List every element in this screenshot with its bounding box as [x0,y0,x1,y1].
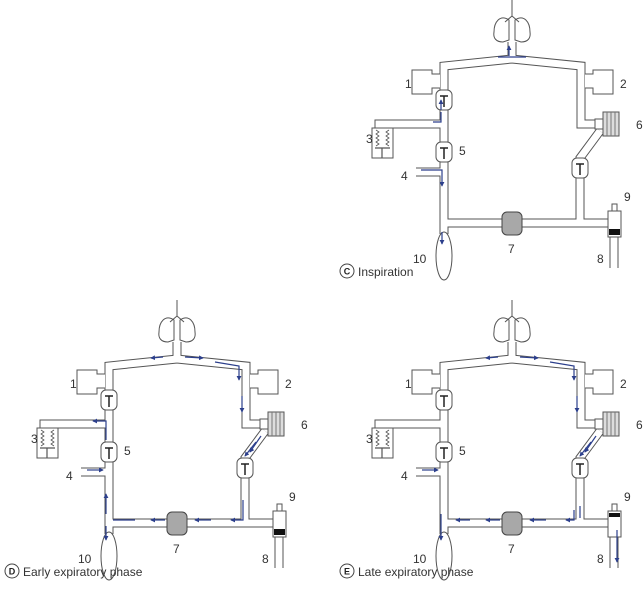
tube-lumen [105,355,262,524]
tube [439,354,597,524]
lungs-icon [493,300,531,343]
component-1 [411,369,440,395]
lungs-icon [158,300,196,343]
label-c1: 1 [405,77,412,91]
label-c3: 3 [366,432,373,446]
panel-caption: Early expiratory phase [23,565,143,579]
component-3-bellows [36,427,59,459]
label-c5: 5 [459,144,466,158]
component-3-bellows [371,427,394,459]
panel-d: 1 2 3 4 5 6 7 8 9 10D Early expiratory phase [4,300,308,581]
label-c4: 4 [401,469,408,483]
label-c7: 7 [508,242,515,256]
valve-5 [435,141,453,163]
label-c4: 4 [66,469,73,483]
label-c2: 2 [620,377,627,391]
inspiratory-valve [100,389,118,411]
expiratory-valve [571,457,589,479]
panel-caption: Late expiratory phase [358,565,474,579]
label-c6: 6 [636,418,643,432]
co2-absorber [166,511,188,536]
component-9-valve [272,503,287,538]
inspiratory-valve [435,389,453,411]
panel-letter: E [344,567,350,577]
label-c9: 9 [289,490,296,504]
co2-absorber [501,211,523,236]
expiratory-valve [236,457,254,479]
label-c8: 8 [262,552,269,566]
flow-arrow [184,355,204,361]
label-c8: 8 [597,552,604,566]
flow-arrow [150,355,164,361]
label-c3: 3 [366,132,373,146]
component-9-valve [607,203,622,238]
flow-arrow [244,441,257,457]
label-c6: 6 [301,418,308,432]
inspiratory-valve [435,89,453,111]
flow-arrow [433,112,442,123]
lungs-icon [493,0,531,43]
tube-lumen [440,55,597,224]
flow-arrow [214,361,242,381]
component-6 [594,411,620,437]
label-c8: 8 [597,252,604,266]
panel-e: 1 2 3 4 5 6 7 8 9 10E Late expiratory phase [339,300,643,581]
label-c3: 3 [31,432,38,446]
label-c7: 7 [173,542,180,556]
component-9-valve [607,503,622,538]
tube [104,354,262,524]
panel-c: 1 2 3 4 5 6 7 8 9 10C Inspiration [339,0,643,281]
component-6 [259,411,285,437]
flow-arrow [519,355,539,361]
panel-caption: Inspiration [358,265,413,279]
label-c5: 5 [124,444,131,458]
flow-arrow [249,435,262,453]
component-3-bellows [371,127,394,159]
component-2 [250,369,279,395]
component-2 [585,369,614,395]
panel-letter: C [344,267,351,277]
flow-arrow [230,500,244,523]
label-c5: 5 [459,444,466,458]
component-1 [76,369,105,395]
label-c10: 10 [413,252,427,266]
label-c10: 10 [78,552,92,566]
valve-5 [435,441,453,463]
panel-letter: D [9,567,16,577]
label-c9: 9 [624,490,631,504]
label-c2: 2 [620,77,627,91]
flow-arrow [584,435,597,453]
label-c2: 2 [285,377,292,391]
label-c9: 9 [624,190,631,204]
flow-arrow [549,361,577,381]
tube-lumen [440,355,597,524]
label-c1: 1 [70,377,77,391]
label-c6: 6 [636,118,643,132]
flow-arrow [92,418,107,440]
reservoir-bag [100,531,118,581]
component-2 [585,69,614,95]
label-c7: 7 [508,542,515,556]
component-1 [411,69,440,95]
tube [439,54,597,224]
expiratory-valve [571,157,589,179]
panel-letter-circle [339,563,355,579]
panel-letter-circle [339,263,355,279]
reservoir-bag [435,231,453,281]
reservoir-bag [435,531,453,581]
flow-arrow [565,510,575,523]
flow-arrow [579,441,592,457]
component-6 [594,111,620,137]
panel-letter-circle [4,563,20,579]
co2-absorber [501,511,523,536]
label-c1: 1 [405,377,412,391]
flow-arrow [421,169,445,187]
label-c4: 4 [401,169,408,183]
valve-5 [100,441,118,463]
flow-arrow [485,355,499,361]
label-c10: 10 [413,552,427,566]
